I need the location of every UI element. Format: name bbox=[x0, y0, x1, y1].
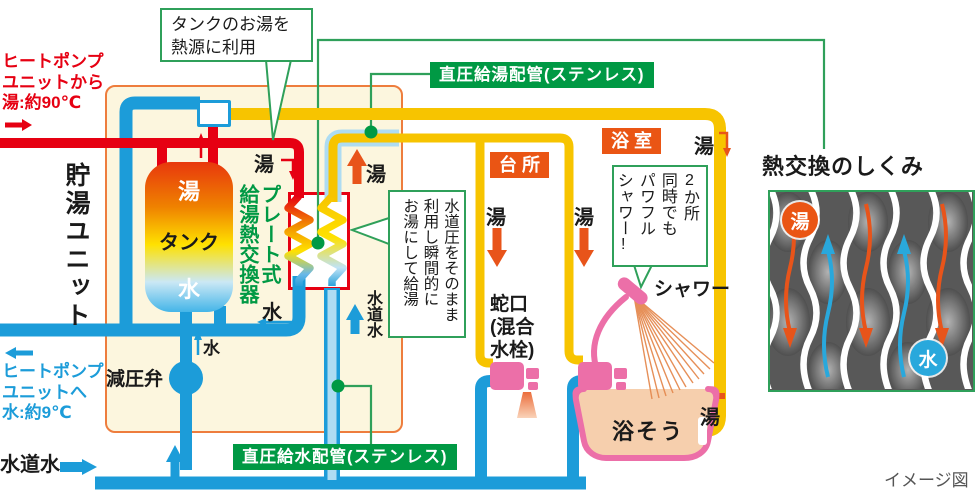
label-to-heatpump: ヒートポンプ ユニットへ 水:約9℃ bbox=[2, 362, 104, 423]
label-storage-unit: 貯湯ユニット bbox=[62, 162, 90, 330]
tank-label-hot: 湯 bbox=[177, 179, 200, 204]
label-kitchen: 台所 bbox=[490, 152, 549, 178]
arrow-hx-cold-exit bbox=[266, 306, 297, 324]
flow-mizu-valve: 水 bbox=[203, 339, 220, 358]
pipe-cold-riser-to-mixvalve bbox=[119, 96, 200, 332]
line-hx-to-panel bbox=[316, 38, 826, 244]
flow-mizu-hx: 水 bbox=[262, 302, 282, 324]
label-faucet: 蛇口 (混合 水栓) bbox=[490, 294, 535, 361]
label-bathtub: 浴そう bbox=[612, 419, 685, 444]
pipe-return-to-heatpump bbox=[0, 276, 306, 337]
flow-yu-bath-top: 湯 bbox=[694, 136, 714, 158]
label-pressure-valve: 減圧弁 bbox=[106, 369, 164, 390]
flow-yu-hx: 湯 bbox=[366, 164, 386, 186]
pipe-direct-hot-kitchen-branch bbox=[475, 138, 493, 368]
hot-pipe-label-dot bbox=[364, 125, 378, 139]
callout-tank-heat-source: タンクのお湯を 熱源に利用 bbox=[160, 8, 313, 62]
callout-powerful-shower: 2か所 同時でも パワフル シャワー! bbox=[612, 165, 708, 267]
panel-cold-badge: 水 bbox=[910, 340, 946, 376]
callout-tail-tank-heat bbox=[264, 59, 293, 141]
bathtub-inlet-slot bbox=[698, 417, 707, 445]
flow-suido-riser: 水道水 bbox=[364, 290, 381, 338]
arrow-bath-hot-elbow bbox=[719, 131, 729, 148]
hx-connection-dot bbox=[311, 236, 325, 250]
tank-label-name: タンク bbox=[159, 232, 219, 254]
label-direct-hot-pipe: 直圧給湯配管(ステンレス) bbox=[430, 62, 654, 88]
line-cold-pipe-label bbox=[338, 384, 373, 446]
hx-zigzag-supply-side bbox=[317, 193, 347, 286]
callout-tail-pressure bbox=[348, 216, 390, 246]
shower-hose bbox=[591, 294, 629, 373]
shower-spray bbox=[633, 295, 715, 400]
callout-tail-shower bbox=[632, 264, 654, 290]
label-from-heatpump: ヒートポンプ ユニットから 湯:約90℃ bbox=[2, 52, 104, 113]
hot-water-tank: 湯 タンク 水 bbox=[145, 162, 233, 312]
arrow-tank-hot-elbow bbox=[281, 158, 295, 171]
kitchen-faucet-spray bbox=[517, 392, 537, 418]
shower-head bbox=[617, 277, 648, 305]
flow-yu-kitchen: 湯 bbox=[486, 207, 506, 229]
hx-zigzag-heating-side bbox=[284, 193, 314, 286]
bath-mixer bbox=[578, 362, 612, 390]
pressure-reducing-valve bbox=[169, 361, 203, 395]
label-bathroom: 浴室 bbox=[602, 128, 661, 154]
mixer-faucets bbox=[490, 362, 627, 390]
heat-exchange-panel: 湯 水 bbox=[768, 190, 975, 392]
callout-direct-pressure: 水道圧をそのまま 利用し瞬間的に お湯にして給湯 bbox=[388, 190, 466, 338]
label-shower: シャワー bbox=[654, 279, 731, 300]
panel-title: 熱交換のしくみ bbox=[762, 154, 924, 179]
label-tap-water: 水道水 bbox=[0, 454, 60, 476]
panel-cold-arrows bbox=[821, 234, 911, 378]
bathtub-fill bbox=[575, 389, 717, 458]
flow-yu-shower: 湯 bbox=[574, 207, 594, 229]
label-direct-cold-pipe: 直圧給水配管(ステンレス) bbox=[233, 444, 457, 470]
panel-hot-badge: 湯 bbox=[782, 202, 818, 238]
cold-pipe-label-dot bbox=[331, 379, 345, 393]
pipe-cold-kitchen-riser bbox=[475, 375, 493, 483]
mixing-valve-box bbox=[197, 100, 231, 127]
tank-label-cold: 水 bbox=[177, 277, 200, 302]
image-note: イメージ図 bbox=[884, 471, 969, 490]
kitchen-mixer bbox=[490, 362, 524, 390]
pipe-direct-hot-main bbox=[328, 133, 583, 365]
label-plate-hx: プレート式 給湯熱交換器 bbox=[236, 184, 280, 304]
flow-yu-tank: 湯 bbox=[254, 154, 274, 176]
pipe-hot-from-heatpump bbox=[0, 138, 304, 198]
flow-yu-tub: 湯 bbox=[700, 407, 720, 429]
